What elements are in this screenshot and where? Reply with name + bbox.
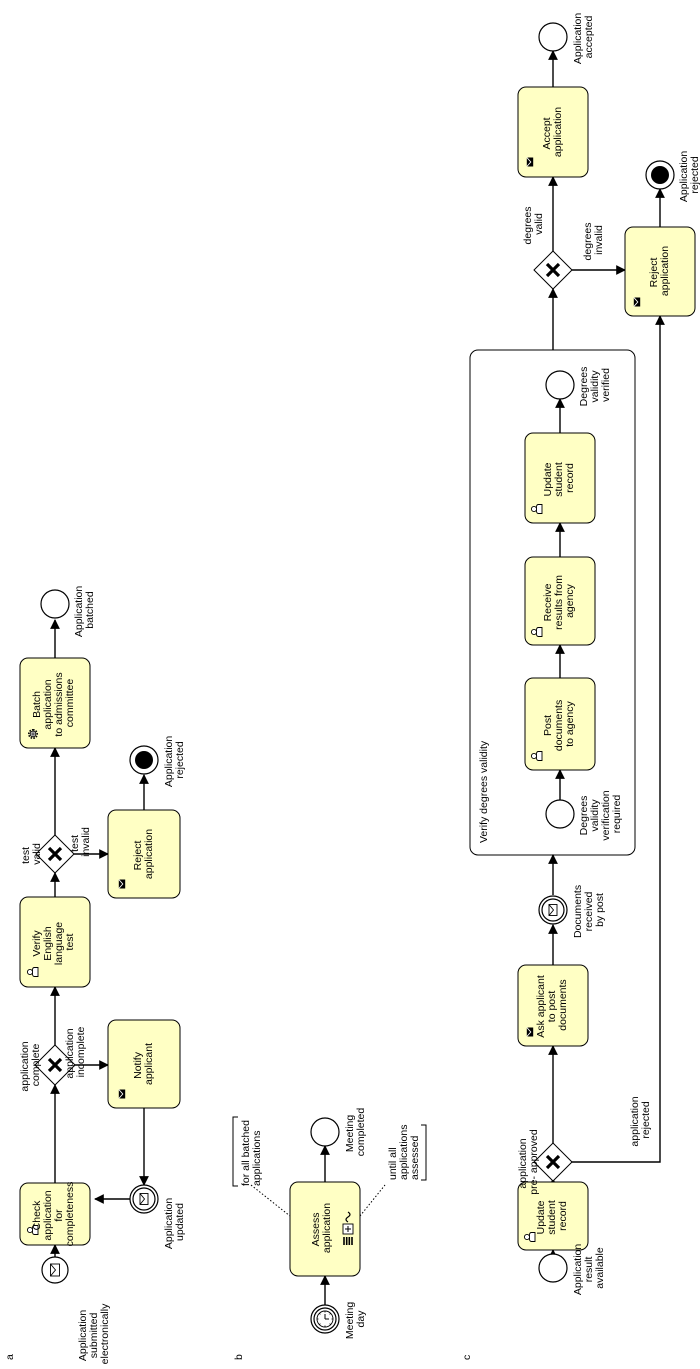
task-check-label: Check application for completeness xyxy=(31,1182,76,1247)
envelope-icon xyxy=(139,1193,149,1205)
task-batch-label: Batch application to admissions committe… xyxy=(31,669,76,736)
envelope-icon xyxy=(548,904,558,916)
task-reject-application-c[interactable]: Reject application xyxy=(624,226,696,317)
clock-icon xyxy=(316,1310,334,1328)
send-icon xyxy=(118,1089,126,1099)
panel-label-b: b xyxy=(233,1354,245,1360)
label-application-batched: Application batched xyxy=(73,583,96,637)
task-notify-label: Notify applicant xyxy=(132,1043,155,1085)
flow-c15 xyxy=(553,315,665,1163)
label-application-submitted: Application submitted electronically xyxy=(77,1303,111,1364)
annotation-bracket-right xyxy=(421,1124,427,1181)
xor-gateway-c2 xyxy=(533,250,573,290)
annotation-for-all-batched: for all batched applications xyxy=(240,1117,263,1186)
annotation-link-left xyxy=(250,1184,291,1217)
subprocess-label: Verify degrees validity xyxy=(478,740,490,843)
label-meeting-completed: Meeting completed xyxy=(344,1108,367,1157)
task-accept-application[interactable]: Accept application xyxy=(517,86,589,178)
task-verify-label: Verify English language test xyxy=(31,919,76,965)
annotation-link-right xyxy=(359,1184,386,1217)
xor-gateway-a1 xyxy=(34,1044,76,1086)
label-application-rejected-flow: application rejected xyxy=(629,1093,652,1146)
label-application-complete: application complete xyxy=(19,1038,42,1091)
task-update1-label: Update student record xyxy=(535,1197,569,1234)
end-event-verified xyxy=(545,370,575,400)
terminate-marker xyxy=(135,751,153,769)
task-reject-application-a[interactable]: Reject application xyxy=(107,809,181,899)
task-assess-application[interactable]: Assess application xyxy=(289,1181,361,1277)
label-meeting-day: Meeting day xyxy=(344,1299,367,1339)
adhoc-icon xyxy=(345,1211,351,1223)
label-application-updated: Application updated xyxy=(163,1195,186,1249)
panel-label-c: c xyxy=(461,1355,473,1360)
task-receive-results[interactable]: Receive results from agency xyxy=(524,556,596,646)
task-update2-label: Update student record xyxy=(542,459,576,496)
task-post-documents[interactable]: Post documents to agency xyxy=(524,677,596,771)
task-accept-label: Accept application xyxy=(541,107,564,157)
end-event-batched xyxy=(40,589,70,619)
task-update-student-record-1[interactable]: Update student record xyxy=(517,1181,589,1251)
subprocess-icon xyxy=(342,1223,354,1235)
task-receive-label: Receive results from agency xyxy=(542,572,576,630)
label-application-result: Application result available xyxy=(572,1241,606,1295)
task-batch-application[interactable]: Batch application to admissions committe… xyxy=(19,657,91,749)
task-reject-c-label: Reject application xyxy=(648,246,671,296)
label-application-rejected-c: Application rejected xyxy=(678,148,700,202)
task-check-application[interactable]: Check application for completeness xyxy=(19,1182,91,1247)
task-ask-applicant[interactable]: Ask applicant to post documents xyxy=(517,964,589,1047)
label-verification-required: Degrees validity verification required xyxy=(578,787,623,840)
start-event-result-available xyxy=(538,1253,568,1283)
start-event-verification-required xyxy=(545,799,575,829)
task-verify-english[interactable]: Verify English language test xyxy=(19,896,91,988)
label-application-incomplete: application incomplete xyxy=(64,1025,87,1078)
task-post-label: Post documents to agency xyxy=(542,697,576,751)
xor-gateway-a2 xyxy=(35,834,75,874)
multi-instance-icon xyxy=(343,1237,353,1245)
task-ask-label: Ask applicant to post documents xyxy=(535,972,569,1037)
panel-label-a: a xyxy=(4,1354,16,1360)
end-event-accepted xyxy=(538,22,568,52)
task-update-student-record-2[interactable]: Update student record xyxy=(524,432,596,524)
annotation-bracket-left xyxy=(232,1116,238,1187)
xor-gateway-c1 xyxy=(533,1142,573,1182)
label-degrees-valid: degrees valid xyxy=(522,204,545,245)
label-application-accepted: Application accepted xyxy=(572,10,595,64)
label-test-valid: test valid xyxy=(20,843,43,865)
send-icon xyxy=(118,879,126,889)
send-icon xyxy=(526,157,534,167)
end-event-meeting-completed xyxy=(310,1117,340,1147)
send-icon xyxy=(526,1027,534,1037)
label-pre-approved: application pre- approved xyxy=(517,1129,540,1195)
send-icon xyxy=(633,297,641,307)
task-reject-label: Reject application xyxy=(132,829,155,879)
envelope-icon xyxy=(50,1263,60,1277)
label-application-rejected-a: Application rejected xyxy=(163,733,186,787)
label-degrees-invalid: degrees invalid xyxy=(582,220,605,261)
label-degrees-verified: Degrees validity verified xyxy=(578,364,612,407)
label-test-invalid: test invalid xyxy=(69,827,92,857)
task-assess-label: Assess application xyxy=(310,1203,333,1253)
label-documents-received: Documents received by post xyxy=(572,882,606,938)
terminate-marker xyxy=(651,166,669,184)
annotation-until-all-assessed: until all applications assessed xyxy=(387,1122,421,1180)
task-notify-applicant[interactable]: Notify applicant xyxy=(107,1019,181,1109)
